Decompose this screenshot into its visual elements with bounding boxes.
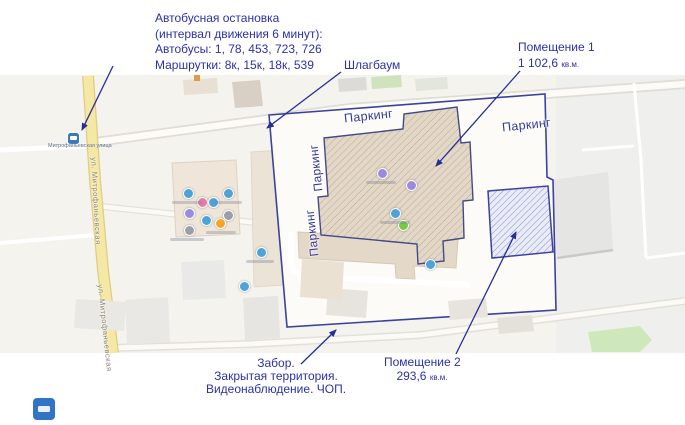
fence-note: Забор. Закрытая территория. Видеонаблюде…: [204, 357, 348, 396]
building-block: [243, 296, 280, 340]
bus-stop-note-line3: Автобусы: 1, 78, 453, 723, 726: [155, 42, 322, 56]
green-area: [588, 326, 652, 352]
premise-1-unit: кв.м.: [561, 59, 580, 69]
poi-caption: [214, 201, 242, 204]
arrow-bus-stop: [81, 65, 114, 131]
bus-stop-note: Автобусная остановка (интервал движения …: [155, 11, 323, 73]
poi-caption: [366, 181, 396, 184]
green-area: [371, 75, 402, 89]
road-minor: [0, 143, 89, 153]
arrow-premise-2: [455, 231, 517, 355]
bus-glyph: [70, 136, 77, 140]
poi-caption: [246, 260, 274, 263]
map-poi-icon[interactable]: [223, 188, 234, 199]
premise-2-unit: кв.м.: [429, 373, 448, 382]
map-poi-icon[interactable]: [197, 197, 208, 208]
map-poi-icon[interactable]: [183, 188, 194, 199]
map-poi-icon[interactable]: [201, 215, 212, 226]
building-block: [232, 80, 263, 108]
map-poi-icon[interactable]: [184, 225, 195, 236]
poi-marker: [194, 75, 200, 81]
map-poi-icon[interactable]: [425, 259, 436, 270]
building-block: [125, 297, 170, 345]
building-block: [552, 172, 613, 258]
map-logo-glyph: [38, 406, 50, 412]
road-minor: [0, 233, 97, 245]
poi-caption: [206, 231, 236, 234]
map-poi-icon[interactable]: [208, 197, 219, 208]
map-poi-icon[interactable]: [398, 220, 409, 231]
premise-2-hatch: [487, 185, 554, 259]
footpath: [632, 82, 648, 259]
fence-note-line1: Забор.: [257, 356, 295, 370]
footpath: [645, 251, 685, 260]
building-block: [497, 315, 534, 334]
building-block: [74, 299, 126, 331]
map-poi-icon[interactable]: [406, 180, 417, 191]
arrow-barrier: [266, 71, 342, 129]
building-shadow-edge: [556, 248, 614, 260]
bus-stop-note-line1: Автобусная остановка: [155, 11, 280, 25]
poi-caption: [170, 238, 204, 241]
building-block: [300, 259, 344, 300]
building-block: [448, 298, 488, 320]
road-bottom: [111, 298, 685, 351]
arrow-premise-1: [435, 70, 521, 167]
poi-caption: [380, 221, 410, 224]
road-top: [95, 80, 685, 146]
map-poi-icon[interactable]: [215, 218, 226, 229]
bus-stop-note-line2: (интервал движения 6 минут):: [155, 26, 323, 41]
bus-stop-icon[interactable]: [68, 133, 79, 144]
building-block: [338, 77, 367, 92]
map-poi-icon[interactable]: [184, 208, 195, 219]
fence-note-line3: Видеонаблюдение. ЧОП.: [205, 382, 347, 396]
map-poi-icon[interactable]: [239, 281, 250, 292]
building-block: [183, 78, 218, 95]
fence-note-line2: Закрытая территория.: [214, 369, 338, 383]
map-poi-icon[interactable]: [223, 210, 234, 221]
bus-stop-note-line4: Маршрутки: 8к, 15к, 18к, 539: [155, 57, 314, 72]
poi-caption: [172, 201, 202, 204]
map-logo-icon[interactable]: [33, 398, 55, 420]
bus-stop-name: Митрофаньевская улица: [48, 143, 112, 149]
premise-2-area-value: 293,6 кв.м.: [396, 369, 448, 383]
building-block: [415, 77, 448, 91]
premise-1-hatch: [317, 106, 474, 265]
building-block: [181, 260, 226, 300]
barrier-label: Шлагбаум: [344, 58, 401, 72]
map-poi-icon[interactable]: [256, 247, 267, 258]
premise-1-label: Помещение 1 1 102,6 кв.м.: [518, 40, 595, 72]
map-poi-icon[interactable]: [390, 208, 401, 219]
premise-2-label: Помещение 2 293,6 кв.м.: [384, 355, 461, 385]
footpath: [581, 144, 635, 152]
premise-2-title: Помещение 2: [384, 355, 461, 369]
premise-1-area-value: 1 102,6 кв.м.: [518, 55, 580, 70]
map-poi-icon[interactable]: [377, 168, 388, 179]
premise-1-title: Помещение 1: [518, 40, 595, 54]
arrow-fence: [300, 329, 337, 365]
